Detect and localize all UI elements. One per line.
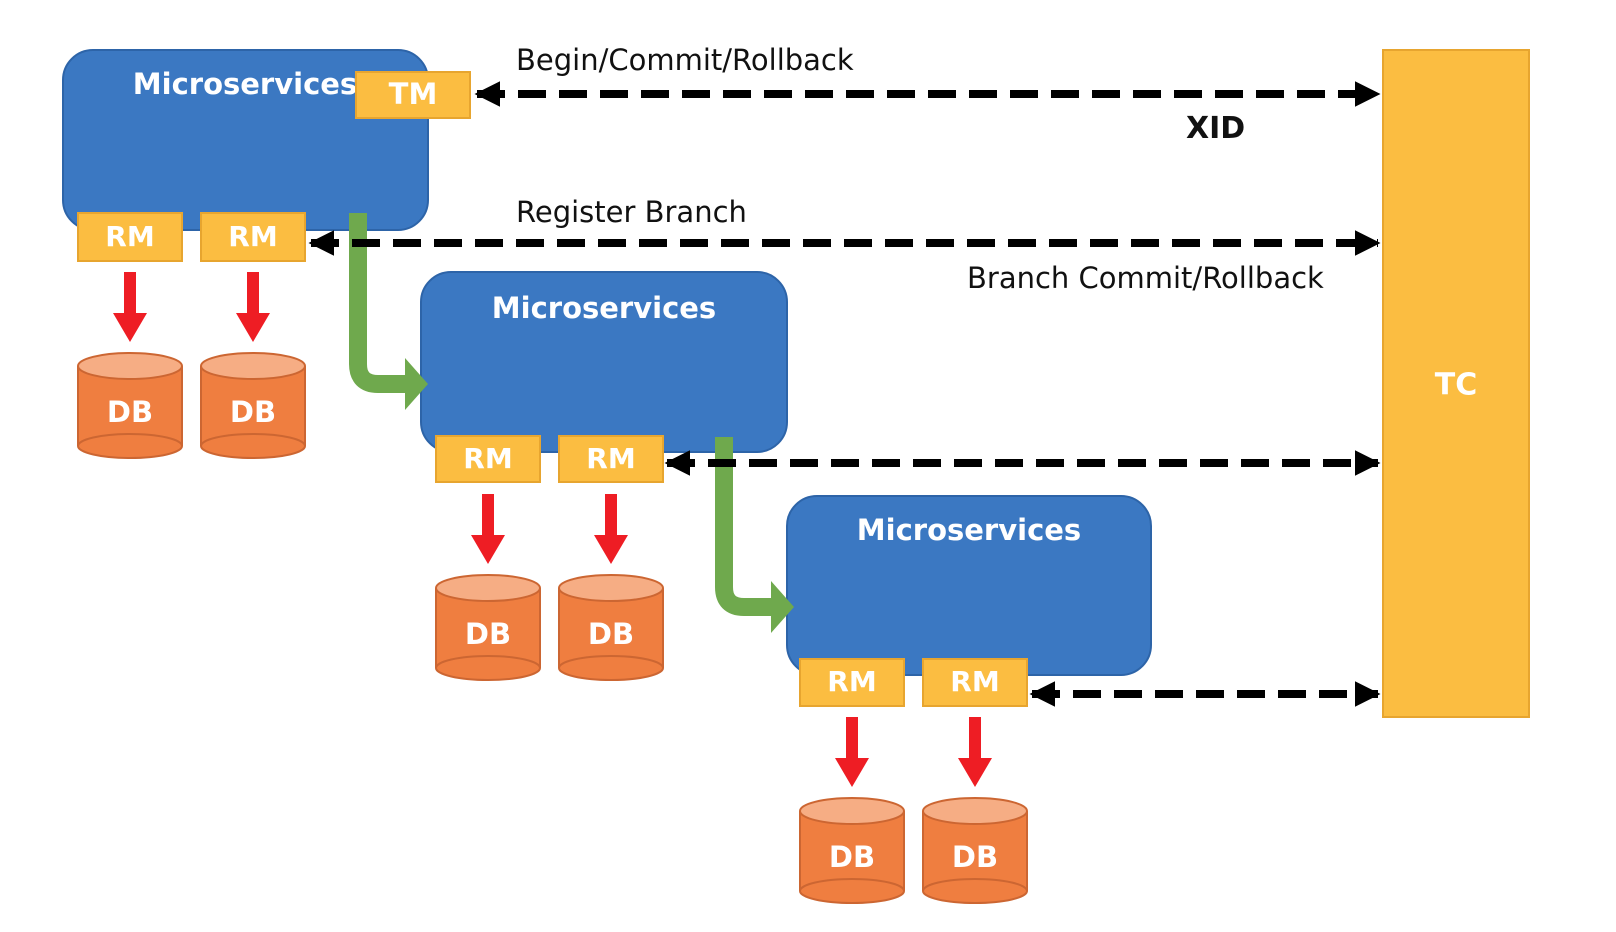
service-3-rm-tags: RM RM xyxy=(799,658,1028,707)
db-label: DB xyxy=(829,840,875,874)
db-label: DB xyxy=(230,395,276,429)
service-1-databases: DB DB xyxy=(77,352,306,459)
db-label: DB xyxy=(107,395,153,429)
tm-tag: TM xyxy=(355,71,471,119)
rm-label: RM xyxy=(827,665,876,698)
microservice-3-label: Microservices xyxy=(857,513,1081,547)
red-down-arrow-icon xyxy=(113,272,992,787)
db-label: DB xyxy=(465,617,511,651)
cylinder-db-icon: DB xyxy=(77,352,183,459)
rm-label: RM xyxy=(105,220,154,253)
service-1-rm-tags: RM RM xyxy=(77,212,306,262)
begin-commit-rollback-label: Begin/Commit/Rollback xyxy=(516,43,854,77)
register-branch-label: Register Branch xyxy=(516,195,747,229)
service-3-databases: DB DB xyxy=(799,797,1028,904)
db-label: DB xyxy=(952,840,998,874)
branch-commit-rollback-label: Branch Commit/Rollback xyxy=(967,261,1324,295)
microservice-1-label: Microservices xyxy=(133,67,357,101)
tc-column: TC xyxy=(1382,49,1530,718)
service-2-databases: DB DB xyxy=(435,574,664,681)
green-bent-arrow-icon xyxy=(715,437,794,633)
microservice-2: Microservices xyxy=(420,271,788,453)
cylinder-db-icon: DB xyxy=(799,797,905,904)
db-label: DB xyxy=(588,617,634,651)
microservice-1: Microservices xyxy=(62,49,429,231)
cylinder-db-icon: DB xyxy=(200,352,306,459)
green-bent-arrow-icon xyxy=(349,213,428,410)
cylinder-db-icon: DB xyxy=(922,797,1028,904)
xid-label: XID xyxy=(1186,111,1245,146)
rm-label: RM xyxy=(228,220,277,253)
rm-label: RM xyxy=(950,665,999,698)
service-2-rm-tags: RM RM xyxy=(435,435,664,483)
microservice-3: Microservices xyxy=(786,495,1152,676)
rm-label: RM xyxy=(586,442,635,475)
cylinder-db-icon: DB xyxy=(435,574,541,681)
cylinder-db-icon: DB xyxy=(558,574,664,681)
dashed-double-arrow-icon xyxy=(308,81,1381,707)
rm-label: RM xyxy=(463,442,512,475)
tm-label: TM xyxy=(389,77,438,111)
microservice-2-label: Microservices xyxy=(492,291,716,325)
tc-label: TC xyxy=(1435,368,1477,403)
